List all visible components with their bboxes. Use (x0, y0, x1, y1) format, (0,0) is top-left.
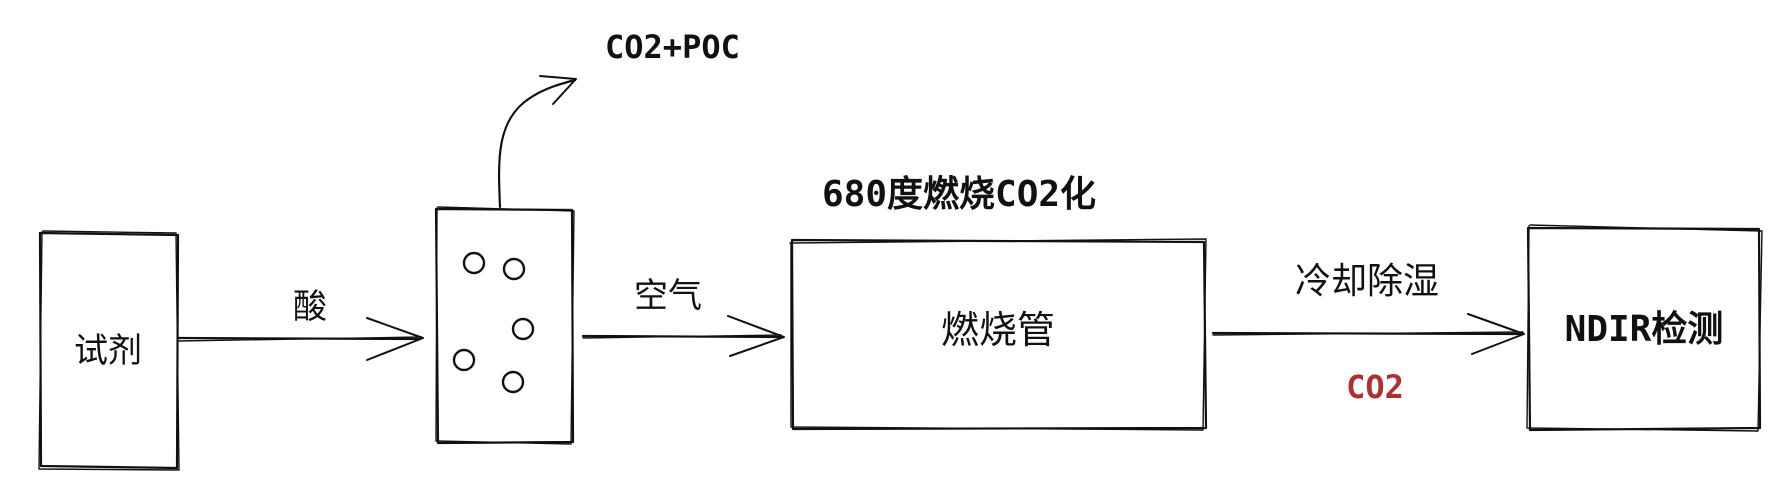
combustion-tube-box (789, 238, 1208, 431)
combustion-caption: 680度燃烧CO2化 (822, 174, 1096, 215)
combustion-tube-label: 燃烧管 (941, 308, 1055, 352)
cooling-label: 冷却除湿 (1295, 261, 1439, 302)
air-label: 空气 (634, 276, 702, 316)
reagent-box (38, 230, 180, 471)
bubble (501, 370, 525, 394)
acid-label: 酸 (293, 287, 327, 327)
ndir-box (1526, 224, 1763, 432)
reagent-label: 试剂 (74, 331, 142, 371)
bubble (511, 317, 535, 341)
bubble (462, 251, 486, 275)
cooling-arrow (1211, 313, 1525, 355)
vent-label: CO2+POC (605, 28, 740, 66)
cooling-sublabel: CO2 (1346, 368, 1404, 406)
gas-bubbles (452, 251, 535, 394)
air-arrow (581, 315, 785, 357)
bubble (452, 348, 476, 372)
sparger-box (434, 206, 575, 445)
vent-arrow (497, 75, 577, 209)
bubble (502, 257, 526, 281)
acid-arrow (176, 317, 424, 361)
ndir-label: NDIR检测 (1565, 309, 1724, 350)
